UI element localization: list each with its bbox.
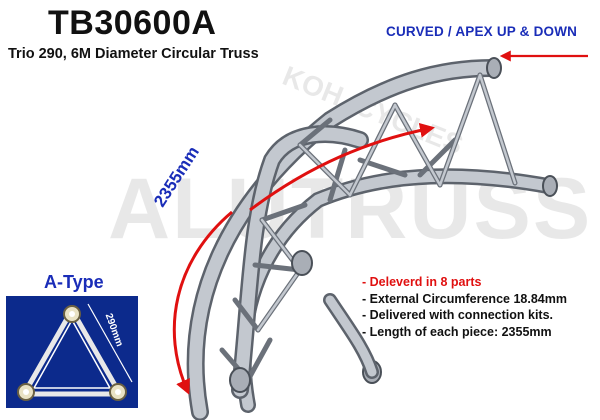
spec-item: - Length of each piece: 2355mm (362, 324, 552, 339)
length-arrow-upper (249, 122, 435, 212)
orientation-label: CURVED / APEX UP & DOWN (386, 24, 578, 39)
triangle-frame (21, 307, 123, 397)
cross-section-diagram (6, 296, 138, 408)
length-arrow-lower (172, 210, 233, 395)
model-title: TB30600A (48, 4, 217, 42)
cross-section-type-label: A-Type (44, 272, 104, 292)
truss-body (186, 57, 558, 420)
spec-item: - Deleverd in 8 parts (362, 275, 482, 289)
spec-item: - Delivered with connection kits. (362, 308, 554, 323)
dimension-line (87, 303, 133, 383)
spec-list: - Deleverd in 8 parts - External Circumf… (362, 274, 567, 340)
spec-item: - External Circumference 18.84mm (362, 291, 567, 306)
model-subtitle: Trio 290, 6M Diameter Circular Truss (8, 46, 259, 62)
